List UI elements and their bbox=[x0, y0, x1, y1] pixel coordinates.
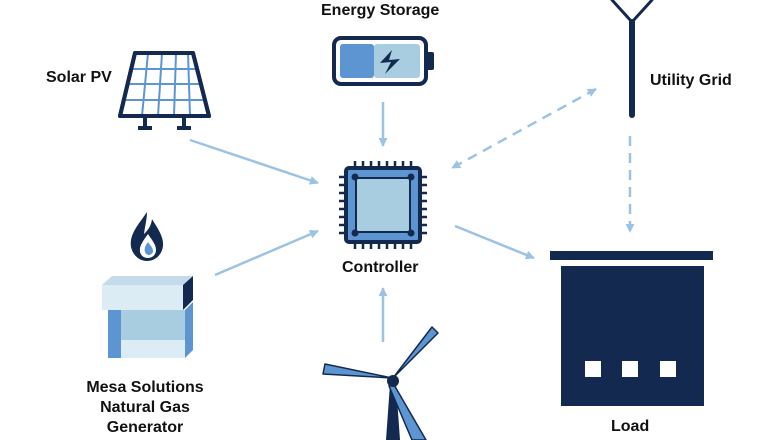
generator-label-line-2: Natural Gas bbox=[100, 399, 190, 416]
arrow-solar-to-controller bbox=[189, 138, 319, 185]
generator-label-line-3: Generator bbox=[106, 419, 184, 436]
solar-pv-label: Solar PV bbox=[46, 69, 112, 86]
flame-icon bbox=[130, 212, 164, 261]
arrow-controller-to-load bbox=[454, 224, 535, 260]
utility-grid-label: Utility Grid bbox=[650, 72, 732, 89]
battery-icon bbox=[332, 36, 434, 86]
load-label: Load bbox=[611, 418, 650, 435]
solar-panel-icon bbox=[118, 51, 211, 130]
wind-turbine-icon bbox=[322, 326, 439, 440]
controller-label: Controller bbox=[342, 259, 419, 276]
gas-generator-icon bbox=[102, 276, 193, 358]
microchip-icon bbox=[339, 161, 427, 249]
generator-label-line-1: Mesa Solutions bbox=[86, 379, 204, 396]
energy-storage-label: Energy Storage bbox=[321, 2, 440, 19]
generator-label: Mesa Solutions Natural Gas Generator bbox=[70, 378, 220, 438]
utility-pole-icon bbox=[610, 0, 654, 118]
connection-arrows bbox=[189, 87, 635, 342]
arrow-grid-controller-bidirectional bbox=[451, 87, 597, 170]
arrow-generator-to-controller bbox=[214, 229, 319, 277]
building-icon bbox=[550, 251, 713, 406]
